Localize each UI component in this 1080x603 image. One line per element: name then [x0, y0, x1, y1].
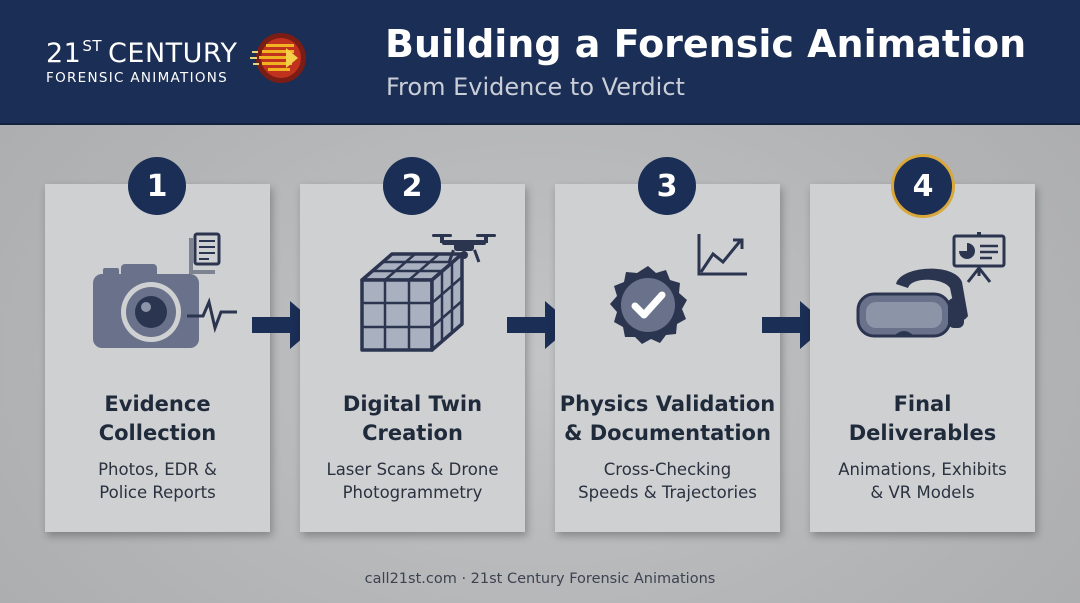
page-subtitle: From Evidence to Verdict	[386, 73, 685, 101]
logo-emblem-icon	[250, 33, 306, 83]
step-title: Physics Validation & Documentation	[559, 392, 776, 445]
step-number-badge-3: 3	[638, 157, 696, 215]
logo-tagline: FORENSIC ANIMATIONS	[46, 70, 229, 86]
trend-chart-icon	[697, 234, 747, 276]
step-number-badge-1: 1	[128, 157, 186, 215]
camera-icon	[93, 232, 237, 348]
step-description: Photos, EDR & Police Reports	[98, 460, 217, 502]
step-card-4: Final Deliverables Animations, Exhibits …	[810, 184, 1035, 532]
footer-credit: call21st.com · 21st Century Forensic Ani…	[364, 571, 716, 587]
step-number-badge-4: 4	[891, 154, 955, 218]
3d-grid-cube-icon	[360, 252, 464, 352]
step-title: Final Deliverables	[848, 392, 997, 445]
step-card-3: Physics Validation & Documentation Cross…	[555, 184, 780, 532]
presentation-icon	[952, 232, 1006, 283]
vr-headset-icon	[856, 268, 968, 338]
step-title: Digital Twin Creation	[342, 392, 483, 445]
step-card-1: Evidence Collection Photos, EDR & Police…	[45, 184, 270, 532]
page-title: Building a Forensic Animation	[385, 22, 1027, 66]
step-description: Laser Scans & Drone Photogrammetry	[326, 460, 499, 502]
step-title: Evidence Collection	[98, 392, 217, 445]
step-card-2: Digital Twin Creation Laser Scans & Dron…	[300, 184, 525, 532]
step-number-badge-2: 2	[383, 157, 441, 215]
step-description: Cross-Checking Speeds & Trajectories	[578, 460, 757, 502]
verified-badge-icon	[610, 266, 687, 344]
drone-icon	[432, 234, 496, 263]
step-description: Animations, Exhibits & VR Models	[838, 460, 1007, 502]
